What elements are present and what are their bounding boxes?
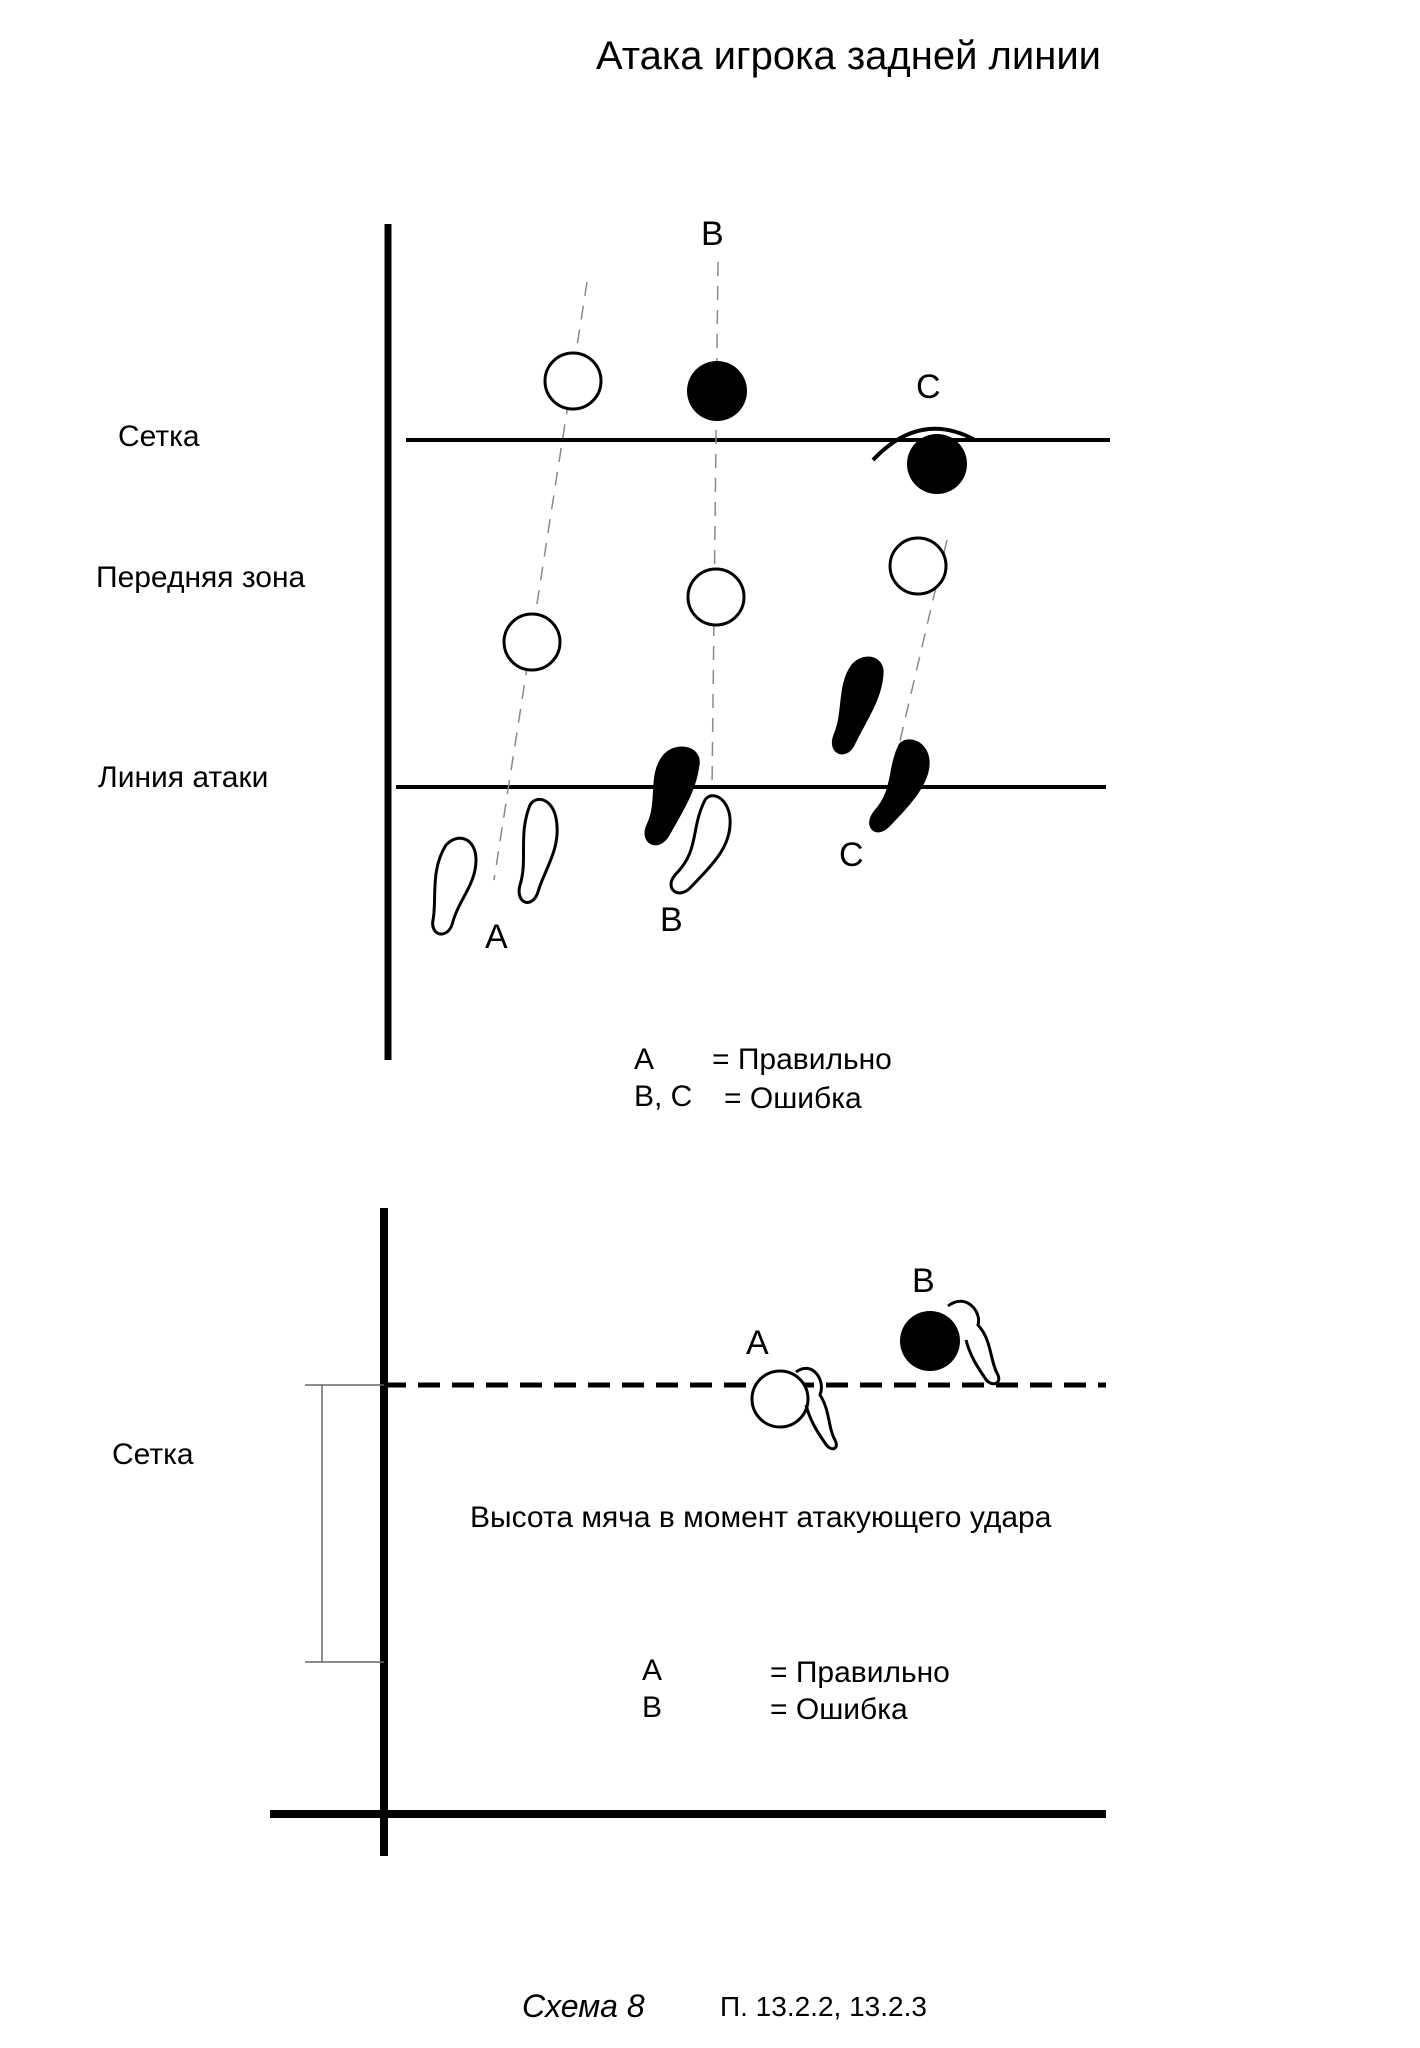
legend-bottom-a-text: = Правильно [770, 1656, 950, 1689]
trajectory-c [891, 539, 948, 776]
attack-line-label: Линия атаки [98, 761, 269, 794]
legend-top-bc-text: = Ошибка [724, 1082, 862, 1115]
top-diagram [384, 224, 1110, 1060]
ball-b [900, 1311, 960, 1371]
label-c-net: C [916, 368, 941, 406]
legend-bottom-a-letter: A [642, 1654, 663, 1687]
hand-b [947, 1299, 1001, 1386]
front-zone-label: Передняя зона [96, 561, 306, 594]
page-title: Атака игрока задней линии [596, 34, 1101, 78]
footprint-a-right [517, 797, 559, 904]
label-b-ball: B [912, 1262, 935, 1300]
label-b-feet: B [660, 901, 683, 939]
label-c-feet: C [839, 836, 864, 874]
legend-top-a-text: = Правильно [712, 1043, 892, 1076]
footprints-c [831, 656, 930, 833]
label-a-feet: A [485, 918, 508, 956]
ball-a [750, 1369, 810, 1429]
footprint-b-dark [644, 746, 700, 846]
footprint-c-upper [831, 656, 884, 755]
ball-c-middle [888, 536, 948, 596]
rule-reference: П. 13.2.2, 13.2.3 [720, 1991, 927, 2022]
ball-c-net [907, 434, 967, 494]
label-b-top: B [701, 215, 724, 253]
ball-b-middle [686, 567, 746, 627]
net-label-bottom: Сетка [112, 1438, 194, 1471]
ball-a-middle [502, 612, 562, 672]
ball-b-top [687, 361, 747, 421]
footprints-b [644, 746, 732, 895]
legend-bottom-b-letter: B [642, 1691, 663, 1724]
legend-bottom-b-text: = Ошибка [770, 1693, 908, 1726]
legend-top-bc-letters: B, C [634, 1080, 693, 1113]
label-a-ball: A [746, 1324, 769, 1362]
hand-arc-c [871, 426, 976, 462]
footprint-a-left [431, 836, 478, 936]
legend-top-a-letter: A [634, 1043, 655, 1076]
footprints-a [431, 797, 559, 936]
scheme-caption: Схема 8 [522, 1988, 645, 2024]
net-label: Сетка [118, 420, 200, 453]
footprint-c-lower [869, 739, 930, 833]
bottom-diagram [270, 1208, 1106, 1856]
hand-a [795, 1366, 838, 1451]
ball-height-label: Высота мяча в момент атакующего удара [470, 1501, 1052, 1534]
trajectory-b [711, 261, 719, 791]
ball-a-top [543, 351, 603, 411]
footprint-b-outline [669, 794, 732, 895]
